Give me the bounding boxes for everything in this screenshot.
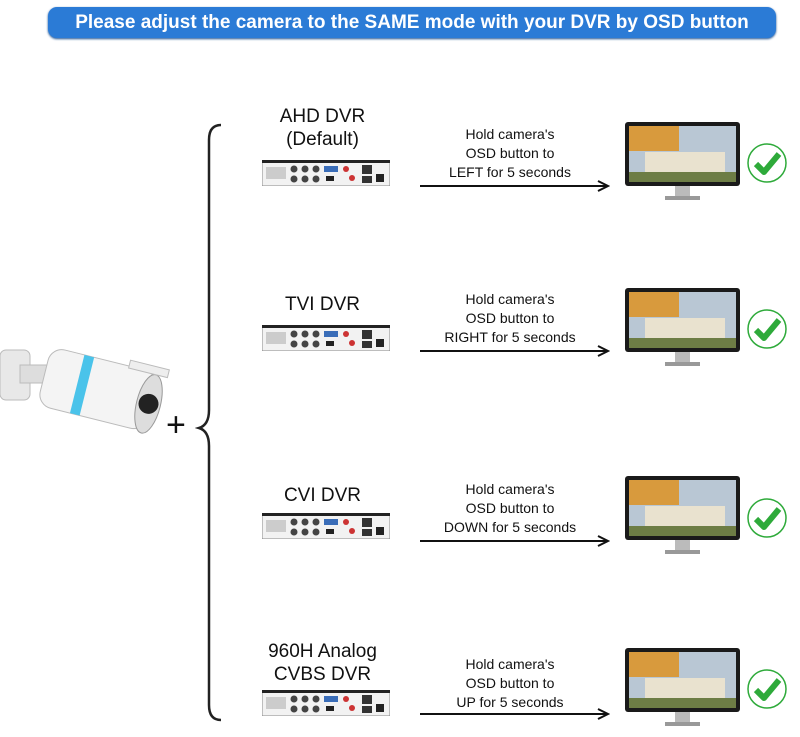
instr-line2: OSD button to [465,145,555,161]
dvr-type-label: TVI DVR [250,293,395,316]
instr-line1: Hold camera's [465,126,555,142]
monitor-image [625,122,740,200]
instr-line3: DOWN for 5 seconds [443,519,577,535]
osd-instruction: Hold camera's OSD button to LEFT for 5 s… [425,125,595,182]
dvr-label-line1: CVI DVR [283,485,362,506]
instr-line1: Hold camera's [465,291,555,307]
instr-line1: Hold camera's [465,656,555,672]
dvr-type-label: AHD DVR (Default) [250,105,395,151]
title-banner: Please adjust the camera to the SAME mod… [48,7,776,38]
dvr-label-line1: 960H Analog [268,641,377,662]
arrow-right-icon [420,708,610,720]
instr-line1: Hold camera's [465,481,555,497]
arrow-right-icon [420,345,610,357]
dvr-label-line2: CVBS DVR [273,664,372,685]
instr-line3: RIGHT for 5 seconds [444,329,576,345]
monitor-image [625,288,740,366]
monitor-image [625,476,740,554]
dvr-label-line1: TVI DVR [285,294,360,315]
checkmark-icon [747,143,787,183]
monitor-image [625,648,740,726]
osd-instruction: Hold camera's OSD button to UP for 5 sec… [425,655,595,712]
dvr-label-line1: AHD DVR [279,106,366,127]
dvr-type-label: CVI DVR [250,484,395,507]
arrow-right-icon [420,535,610,547]
bullet-camera-image [0,349,170,434]
instr-line2: OSD button to [465,310,555,326]
instr-line2: OSD button to [465,675,555,691]
instr-line3: LEFT for 5 seconds [449,164,571,180]
curly-brace [195,123,222,722]
dvr-type-label: 960H Analog CVBS DVR [250,640,395,686]
dvr-rear-panel-image [262,325,390,351]
arrow-right-icon [420,180,610,192]
plus-sign: + [166,406,186,444]
osd-instruction: Hold camera's OSD button to DOWN for 5 s… [425,480,595,537]
dvr-rear-panel-image [262,690,390,716]
instr-line2: OSD button to [465,500,555,516]
dvr-rear-panel-image [262,160,390,186]
checkmark-icon [747,498,787,538]
osd-instruction: Hold camera's OSD button to RIGHT for 5 … [425,290,595,347]
dvr-label-line2: (Default) [286,129,359,150]
instr-line3: UP for 5 seconds [456,694,564,710]
dvr-rear-panel-image [262,513,390,539]
checkmark-icon [747,669,787,709]
checkmark-icon [747,309,787,349]
